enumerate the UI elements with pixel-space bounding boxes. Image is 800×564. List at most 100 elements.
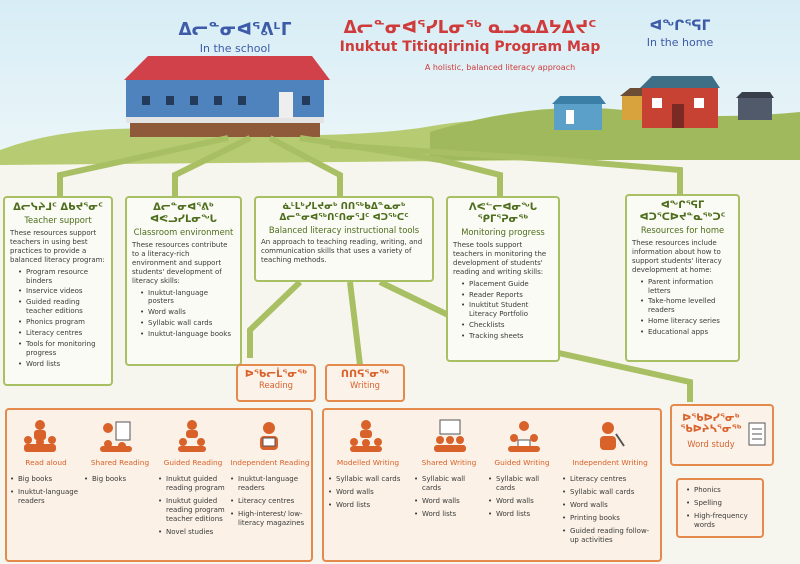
- list-item: Spelling: [686, 499, 760, 508]
- guided-writing-icon: [508, 421, 540, 452]
- home-list: Parent information letters Take-home lev…: [632, 278, 733, 338]
- header-home: ᐊᖏᕐᕋᒥ In the home: [630, 18, 730, 49]
- home-desc: These resources include information abou…: [632, 238, 722, 274]
- list-item: Syllabic wall cards: [562, 488, 658, 497]
- list-item: Inuktitut Student Literacy Portfolio: [461, 301, 553, 319]
- list-item: Parent information letters: [640, 278, 733, 296]
- monitoring-list: Placement Guide Reader Reports Inuktitut…: [453, 280, 553, 342]
- independent-writing-icon: [600, 422, 625, 450]
- box-balanced-literacy: ᓈᒻᒪᒃᓯᒪᔪᓂᒃ ᑎᑎᖅᑲᐃᓐᓇᓂᒃ ᐃᓕᓐᓂᐊᖅᑎᑦᑎᓂᕐᒧᑦ ᐊᑐᖅᑕᑦ …: [254, 196, 434, 282]
- shared-reading-icon: [100, 421, 132, 452]
- list-item: Educational apps: [640, 328, 733, 337]
- label-word-study: ᐅᖃᐅᓯᕐᓂᒃ ᖃᐅᔨᓴᕐᓂᖅ Word study: [670, 404, 774, 466]
- column-title: Read aloud: [25, 458, 67, 467]
- list-item: Syllabic wall cards: [488, 475, 556, 493]
- house-dark: [736, 92, 774, 120]
- list-item: Syllabic wall cards: [328, 475, 408, 484]
- box-monitoring-progress: ᐱᕙᓪᓕᐊᓂᖓ ᕿᒥᕐᕈᓂᖅ Monitoring progress These…: [446, 196, 560, 362]
- list-item: Syllabic wall cards: [140, 319, 235, 328]
- list-item: Home literacy series: [640, 317, 733, 326]
- header-home-syllabics: ᐊᖏᕐᕋᒥ: [649, 18, 711, 34]
- balanced-desc: An approach to teaching reading, writing…: [261, 238, 423, 265]
- independent-reading-icon: [260, 422, 278, 450]
- read-aloud-icon: [24, 420, 56, 452]
- list-item: Inuktut-language readers: [230, 475, 310, 493]
- title-syllabics: ᐃᓕᓐᓂᐊᕐᓯᒪᓂᖅ ᓇᓗᓇᐃᔭᐃᔪᑦ: [343, 18, 597, 38]
- list-item: Big books: [84, 475, 156, 484]
- house-blue: [552, 96, 606, 130]
- tagline: A holistic, balanced literacy approach: [424, 63, 576, 72]
- list-item: Take-home levelled readers: [640, 297, 733, 315]
- list-item: Printing books: [562, 514, 658, 523]
- label-reading: ᐅᖃᓕᒫᕐᓂᖅ Reading: [236, 364, 316, 402]
- list-item: Word walls: [562, 501, 658, 510]
- list-item: Word walls: [414, 497, 484, 506]
- list-item: Word lists: [18, 360, 106, 369]
- list-item: Novel studies: [158, 528, 228, 537]
- school-building: [124, 56, 330, 137]
- list-item: Reader Reports: [461, 291, 553, 300]
- list-item: High-frequency words: [686, 512, 760, 530]
- list-item: Program resource binders: [18, 268, 106, 286]
- list-item: Literacy centres: [230, 497, 310, 506]
- column-guided-reading: Guided Reading Inuktut guided reading pr…: [158, 458, 228, 541]
- reading-syllabics: ᐅᖃᓕᒫᕐᓂᖅ: [244, 369, 308, 380]
- teacher-title-syllabics: ᐃᓕᓭᔨᒧᑦ ᐃᑲᔪᕐᓂᑦ: [13, 202, 103, 213]
- list-item: High-interest/ low-literacy magazines: [230, 510, 310, 528]
- list-item: Syllabic wall cards: [414, 475, 484, 493]
- box-teacher-support: ᐃᓕᓭᔨᒧᑦ ᐃᑲᔪᕐᓂᑦ Teacher support These reso…: [3, 196, 113, 386]
- box-classroom-environment: ᐃᓕᓐᓂᐊᕐᕕᒃ ᐊᕙᓗᓯᒪᓂᖓ Classroom environment T…: [125, 196, 242, 366]
- classroom-desc: These resources contribute to a literacy…: [132, 240, 228, 285]
- list-item: Big books: [10, 475, 82, 484]
- list-item: Literacy centres: [18, 329, 106, 338]
- list-item: Phonics: [686, 486, 760, 495]
- home-title-english: Resources for home: [640, 225, 725, 235]
- column-title: Guided Reading: [163, 458, 223, 467]
- teacher-list: Program resource binders Inservice video…: [10, 268, 106, 370]
- column-title: Shared Writing: [421, 458, 477, 467]
- header-school-syllabics: ᐃᓕᓐᓂᐊᕐᕕᒻᒥ: [178, 20, 292, 40]
- classroom-list: Inuktut-language posters Word walls Syll…: [132, 289, 235, 340]
- list-item: Word walls: [488, 497, 556, 506]
- list-item: Word lists: [488, 510, 556, 519]
- list-item: Word walls: [140, 308, 235, 317]
- wordstudy-syllabics: ᐅᖃᐅᓯᕐᓂᒃ ᖃᐅᔨᓴᕐᓂᖅ: [680, 413, 742, 435]
- list-item: Inuktut-language books: [140, 330, 235, 339]
- balanced-title-english: Balanced literacy instructional tools: [268, 224, 420, 235]
- list-item: Word lists: [328, 501, 408, 510]
- header-school: ᐃᓕᓐᓂᐊᕐᕕᒻᒥ In the school: [170, 20, 300, 55]
- list-item: Inuktut-language posters: [140, 289, 235, 307]
- reading-english: Reading: [259, 380, 293, 390]
- header-school-english: In the school: [199, 42, 271, 55]
- list-item: Inservice videos: [18, 287, 106, 296]
- green-connectors: [57, 135, 693, 402]
- box-resources-for-home: ᐊᖏᕐᕋᒥ ᐊᑐᕐᑕᐅᔪᓐᓇᖅᑐᑦ Resources for home The…: [625, 194, 740, 362]
- checklist-icon: [748, 422, 766, 446]
- list-item: Guided reading follow-up activities: [562, 527, 658, 545]
- list-item: Inuktut guided reading program: [158, 475, 228, 493]
- home-title-syllabics: ᐊᖏᕐᕋᒥ ᐊᑐᕐᑕᐅᔪᓐᓇᖅᑐᑦ: [639, 200, 726, 223]
- list-item: Tools for monitoring progress: [18, 340, 106, 358]
- writing-syllabics: ᑎᑎᕋᕐᓂᖅ: [340, 369, 390, 380]
- house-red: [640, 76, 720, 128]
- wordstudy-list: Phonics Spelling High-frequency words: [686, 486, 760, 534]
- page-title: Inuktut Titiqqiriniq Program Map: [339, 39, 601, 55]
- list-item: Phonics program: [18, 318, 106, 327]
- teacher-title-english: Teacher support: [24, 215, 92, 225]
- section-word-study: Phonics Spelling High-frequency words: [676, 478, 764, 538]
- list-item: Literacy centres: [562, 475, 658, 484]
- column-shared-writing: Shared Writing Syllabic wall cards Word …: [414, 458, 484, 523]
- list-item: Inuktut-language readers: [10, 488, 82, 506]
- list-item: Inuktut guided reading program teacher e…: [158, 497, 228, 524]
- list-item: Word lists: [414, 510, 484, 519]
- list-item: Checklists: [461, 321, 553, 330]
- column-title: Modelled Writing: [336, 458, 400, 467]
- column-shared-reading: Shared Reading Big books: [84, 458, 156, 488]
- classroom-title-syllabics: ᐃᓕᓐᓂᐊᕐᕕᒃ ᐊᕙᓗᓯᒪᓂᖓ: [150, 202, 217, 225]
- monitoring-title-syllabics: ᐱᕙᓪᓕᐊᓂᖓ ᕿᒥᕐᕈᓂᖅ: [468, 202, 538, 225]
- header-title: ᐃᓕᓐᓂᐊᕐᓯᒪᓂᖅ ᓇᓗᓇᐃᔭᐃᔪᑦ Inuktut Titiqqiriniq…: [330, 18, 610, 72]
- column-guided-writing: Guided Writing Syllabic wall cards Word …: [488, 458, 556, 523]
- teacher-desc: These resources support teachers in usin…: [10, 228, 105, 264]
- column-title: Shared Reading: [90, 458, 150, 467]
